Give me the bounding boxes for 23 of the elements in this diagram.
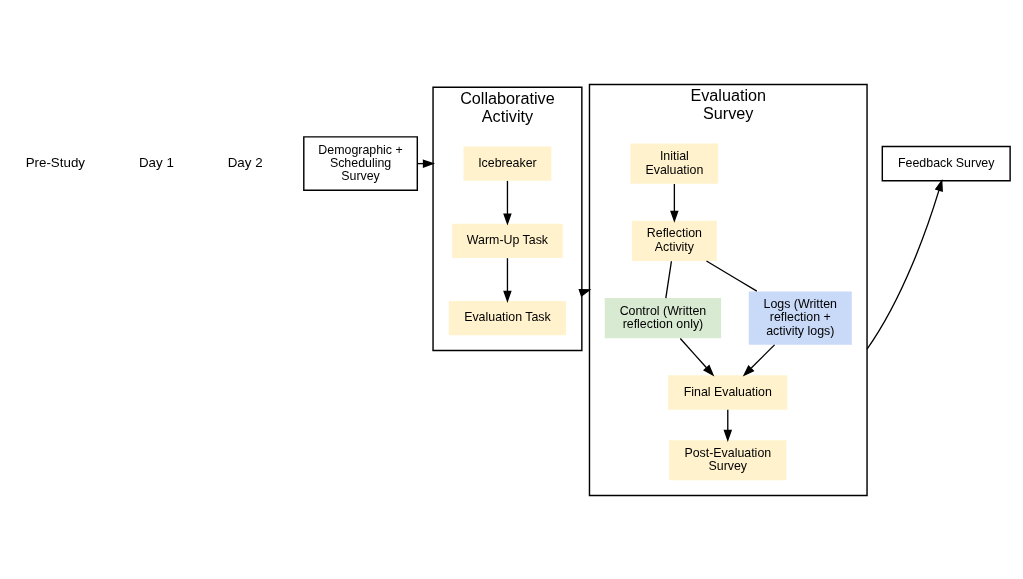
node-box: Demographic + Scheduling Survey <box>303 135 419 191</box>
arrow <box>723 408 733 442</box>
label: Pre-Study <box>25 154 85 170</box>
node-box: Reflection Activity <box>631 220 717 261</box>
arrow <box>503 179 512 226</box>
arrow <box>866 178 943 350</box>
arrow <box>679 337 715 377</box>
label: Day 2 <box>227 154 263 170</box>
node-box: Logs (Written reflection + activity logs) <box>748 290 852 345</box>
node-box: Warm-Up Task <box>452 223 563 258</box>
arrow <box>503 257 512 303</box>
node-box: Feedback Survey <box>881 145 1011 181</box>
arrow <box>742 343 776 377</box>
connector <box>705 259 758 292</box>
node-box: Icebreaker <box>463 145 552 181</box>
node-box: Initial Evaluation <box>630 143 719 184</box>
node-box: Final Evaluation <box>668 374 788 410</box>
connector <box>665 260 673 299</box>
arrow <box>670 182 679 223</box>
node-box: Evaluation Task <box>448 300 567 335</box>
label: Day 1 <box>139 154 174 170</box>
node-box: Post-Evaluation Survey <box>669 439 787 480</box>
node-box: Control (Written reflection only) <box>604 297 722 338</box>
